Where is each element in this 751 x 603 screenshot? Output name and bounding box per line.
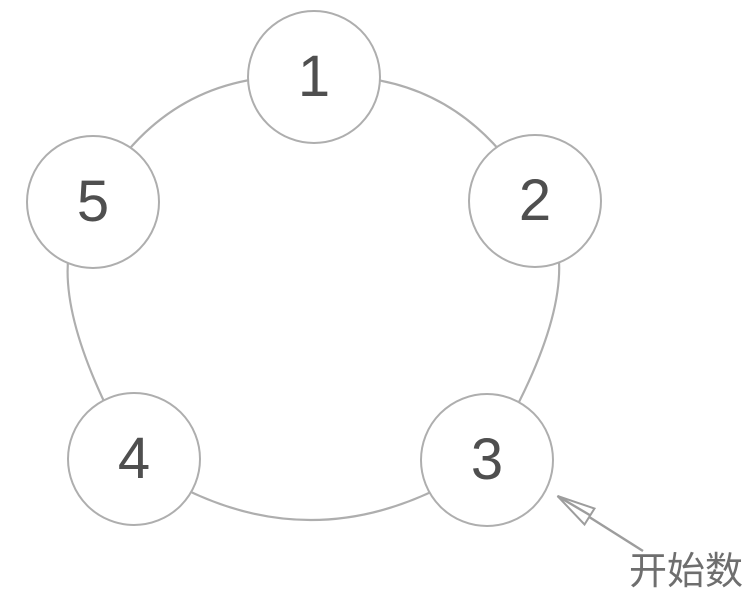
- node-5-label: 5: [76, 169, 110, 234]
- node-circle-1: 1: [247, 10, 381, 144]
- node-circle-4: 4: [67, 392, 201, 526]
- node-1-label: 1: [297, 44, 331, 109]
- node-circle-5: 5: [26, 135, 160, 269]
- node-circle-2: 2: [468, 134, 602, 268]
- annotation-arrow-shaft: [589, 516, 644, 553]
- node-3-label: 3: [470, 427, 504, 492]
- node-circle-3: 3: [420, 393, 554, 527]
- start-counting-label: 开始数: [629, 551, 744, 593]
- node-2-label: 2: [518, 168, 552, 233]
- annotation-arrow-head-icon: [556, 495, 597, 527]
- node-4-label: 4: [117, 426, 151, 491]
- annotation-arrow-head-inner-line: [556, 494, 592, 517]
